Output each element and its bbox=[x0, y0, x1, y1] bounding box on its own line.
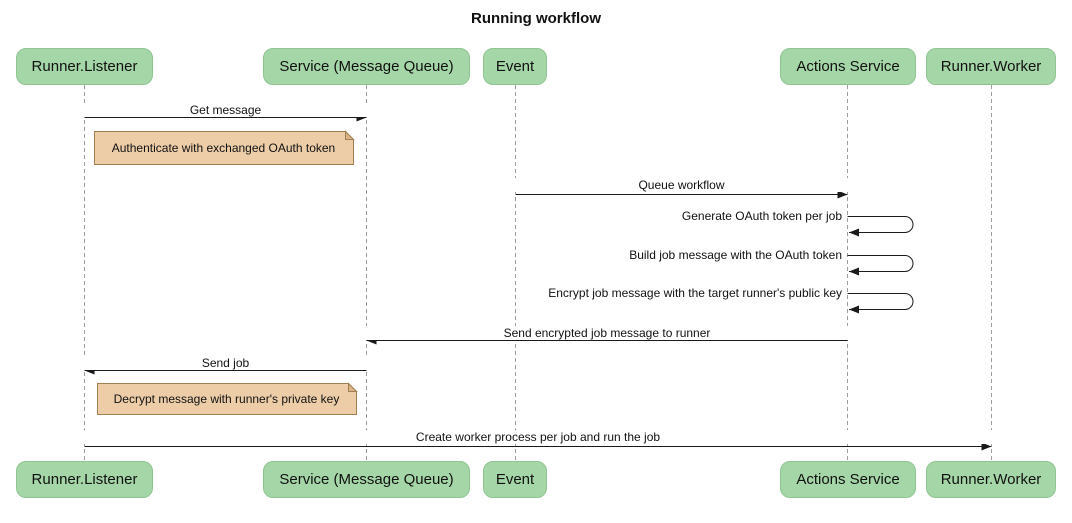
actor-top-actions-service: Actions Service bbox=[780, 48, 916, 85]
actor-top-runner-listener: Runner.Listener bbox=[16, 48, 153, 85]
message-label-build-job-message: Build job message with the OAuth token bbox=[629, 247, 842, 263]
actor-bottom-actions-service: Actions Service bbox=[780, 461, 916, 498]
message-label-encrypt-job-message: Encrypt job message with the target runn… bbox=[548, 285, 842, 301]
message-label-create-worker-process: Create worker process per job and run th… bbox=[84, 430, 992, 444]
note-decrypt-shape bbox=[97, 383, 357, 415]
diagram-title: Running workflow bbox=[471, 10, 601, 27]
note-authenticate-fold-icon bbox=[345, 130, 355, 140]
message-label-queue-workflow: Queue workflow bbox=[515, 178, 848, 192]
message-label-get-message: Get message bbox=[84, 103, 367, 117]
message-label-send-job: Send job bbox=[84, 356, 367, 370]
note-authenticate-text: Authenticate with exchanged OAuth token bbox=[111, 141, 336, 155]
message-label-generate-oauth-token: Generate OAuth token per job bbox=[681, 208, 842, 224]
self-loop-generate-oauth-token bbox=[847, 216, 914, 237]
note-authenticate-shape bbox=[94, 131, 354, 165]
self-loop-encrypt-job-message bbox=[847, 293, 914, 314]
actor-bottom-service-message-queue: Service (Message Queue) bbox=[263, 461, 470, 498]
self-loop-build-job-message bbox=[847, 255, 914, 276]
note-decrypt-fold-icon bbox=[348, 382, 358, 392]
actor-top-service-message-queue: Service (Message Queue) bbox=[263, 48, 470, 85]
actor-top-event: Event bbox=[483, 48, 547, 85]
note-decrypt-text: Decrypt message with runner's private ke… bbox=[113, 392, 340, 406]
actor-bottom-runner-worker: Runner.Worker bbox=[926, 461, 1056, 498]
message-label-send-encrypted-job: Send encrypted job message to runner bbox=[366, 326, 848, 340]
actor-bottom-event: Event bbox=[483, 461, 547, 498]
actor-top-runner-worker: Runner.Worker bbox=[926, 48, 1056, 85]
actor-bottom-runner-listener: Runner.Listener bbox=[16, 461, 153, 498]
